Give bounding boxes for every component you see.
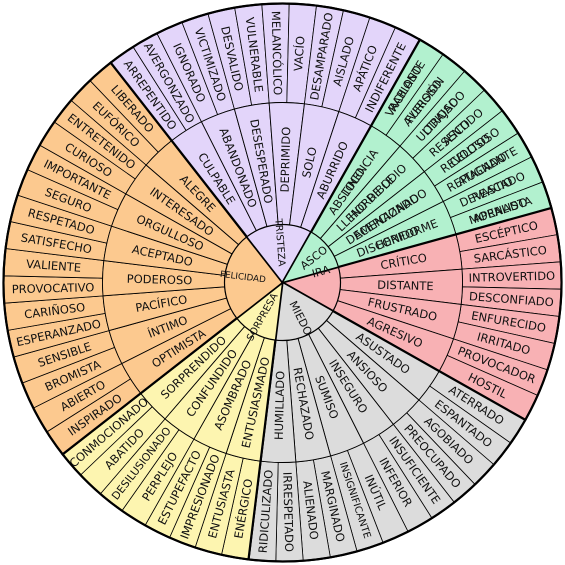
middle-group-label: SOLO xyxy=(299,146,320,180)
outer-word-label: PROVOCATIVO xyxy=(12,280,95,296)
middle-group-label: DEPRIMIDO xyxy=(278,127,294,193)
outer-word-label: MELANCÓLICO xyxy=(269,11,286,96)
outer-word-label: CARIÑOSO xyxy=(23,299,86,321)
outer-word-label: VALIENTE xyxy=(26,257,82,275)
outer-word-label: VACÍO xyxy=(290,35,308,71)
core-emotion-label: IRA xyxy=(311,263,332,280)
core-emotion-label: TRISTEZA xyxy=(272,217,287,267)
outer-word-label: INTROVERTIDO xyxy=(469,269,556,285)
middle-group-label: HUMILLADO xyxy=(272,371,288,441)
core-emotion-segment xyxy=(281,231,340,284)
middle-group-label: PODEROSO xyxy=(127,272,193,288)
core-emotion-segment xyxy=(274,281,334,342)
outer-word-label: IRRESPETADO xyxy=(280,472,296,552)
outer-word-label: DESCONFIADO xyxy=(469,289,555,309)
outer-word-label: RIDICULIZADO xyxy=(256,469,276,553)
middle-group-label: DISTANTE xyxy=(377,278,434,293)
core-emotion-segment xyxy=(245,223,312,284)
core-emotion-segment xyxy=(223,235,284,320)
